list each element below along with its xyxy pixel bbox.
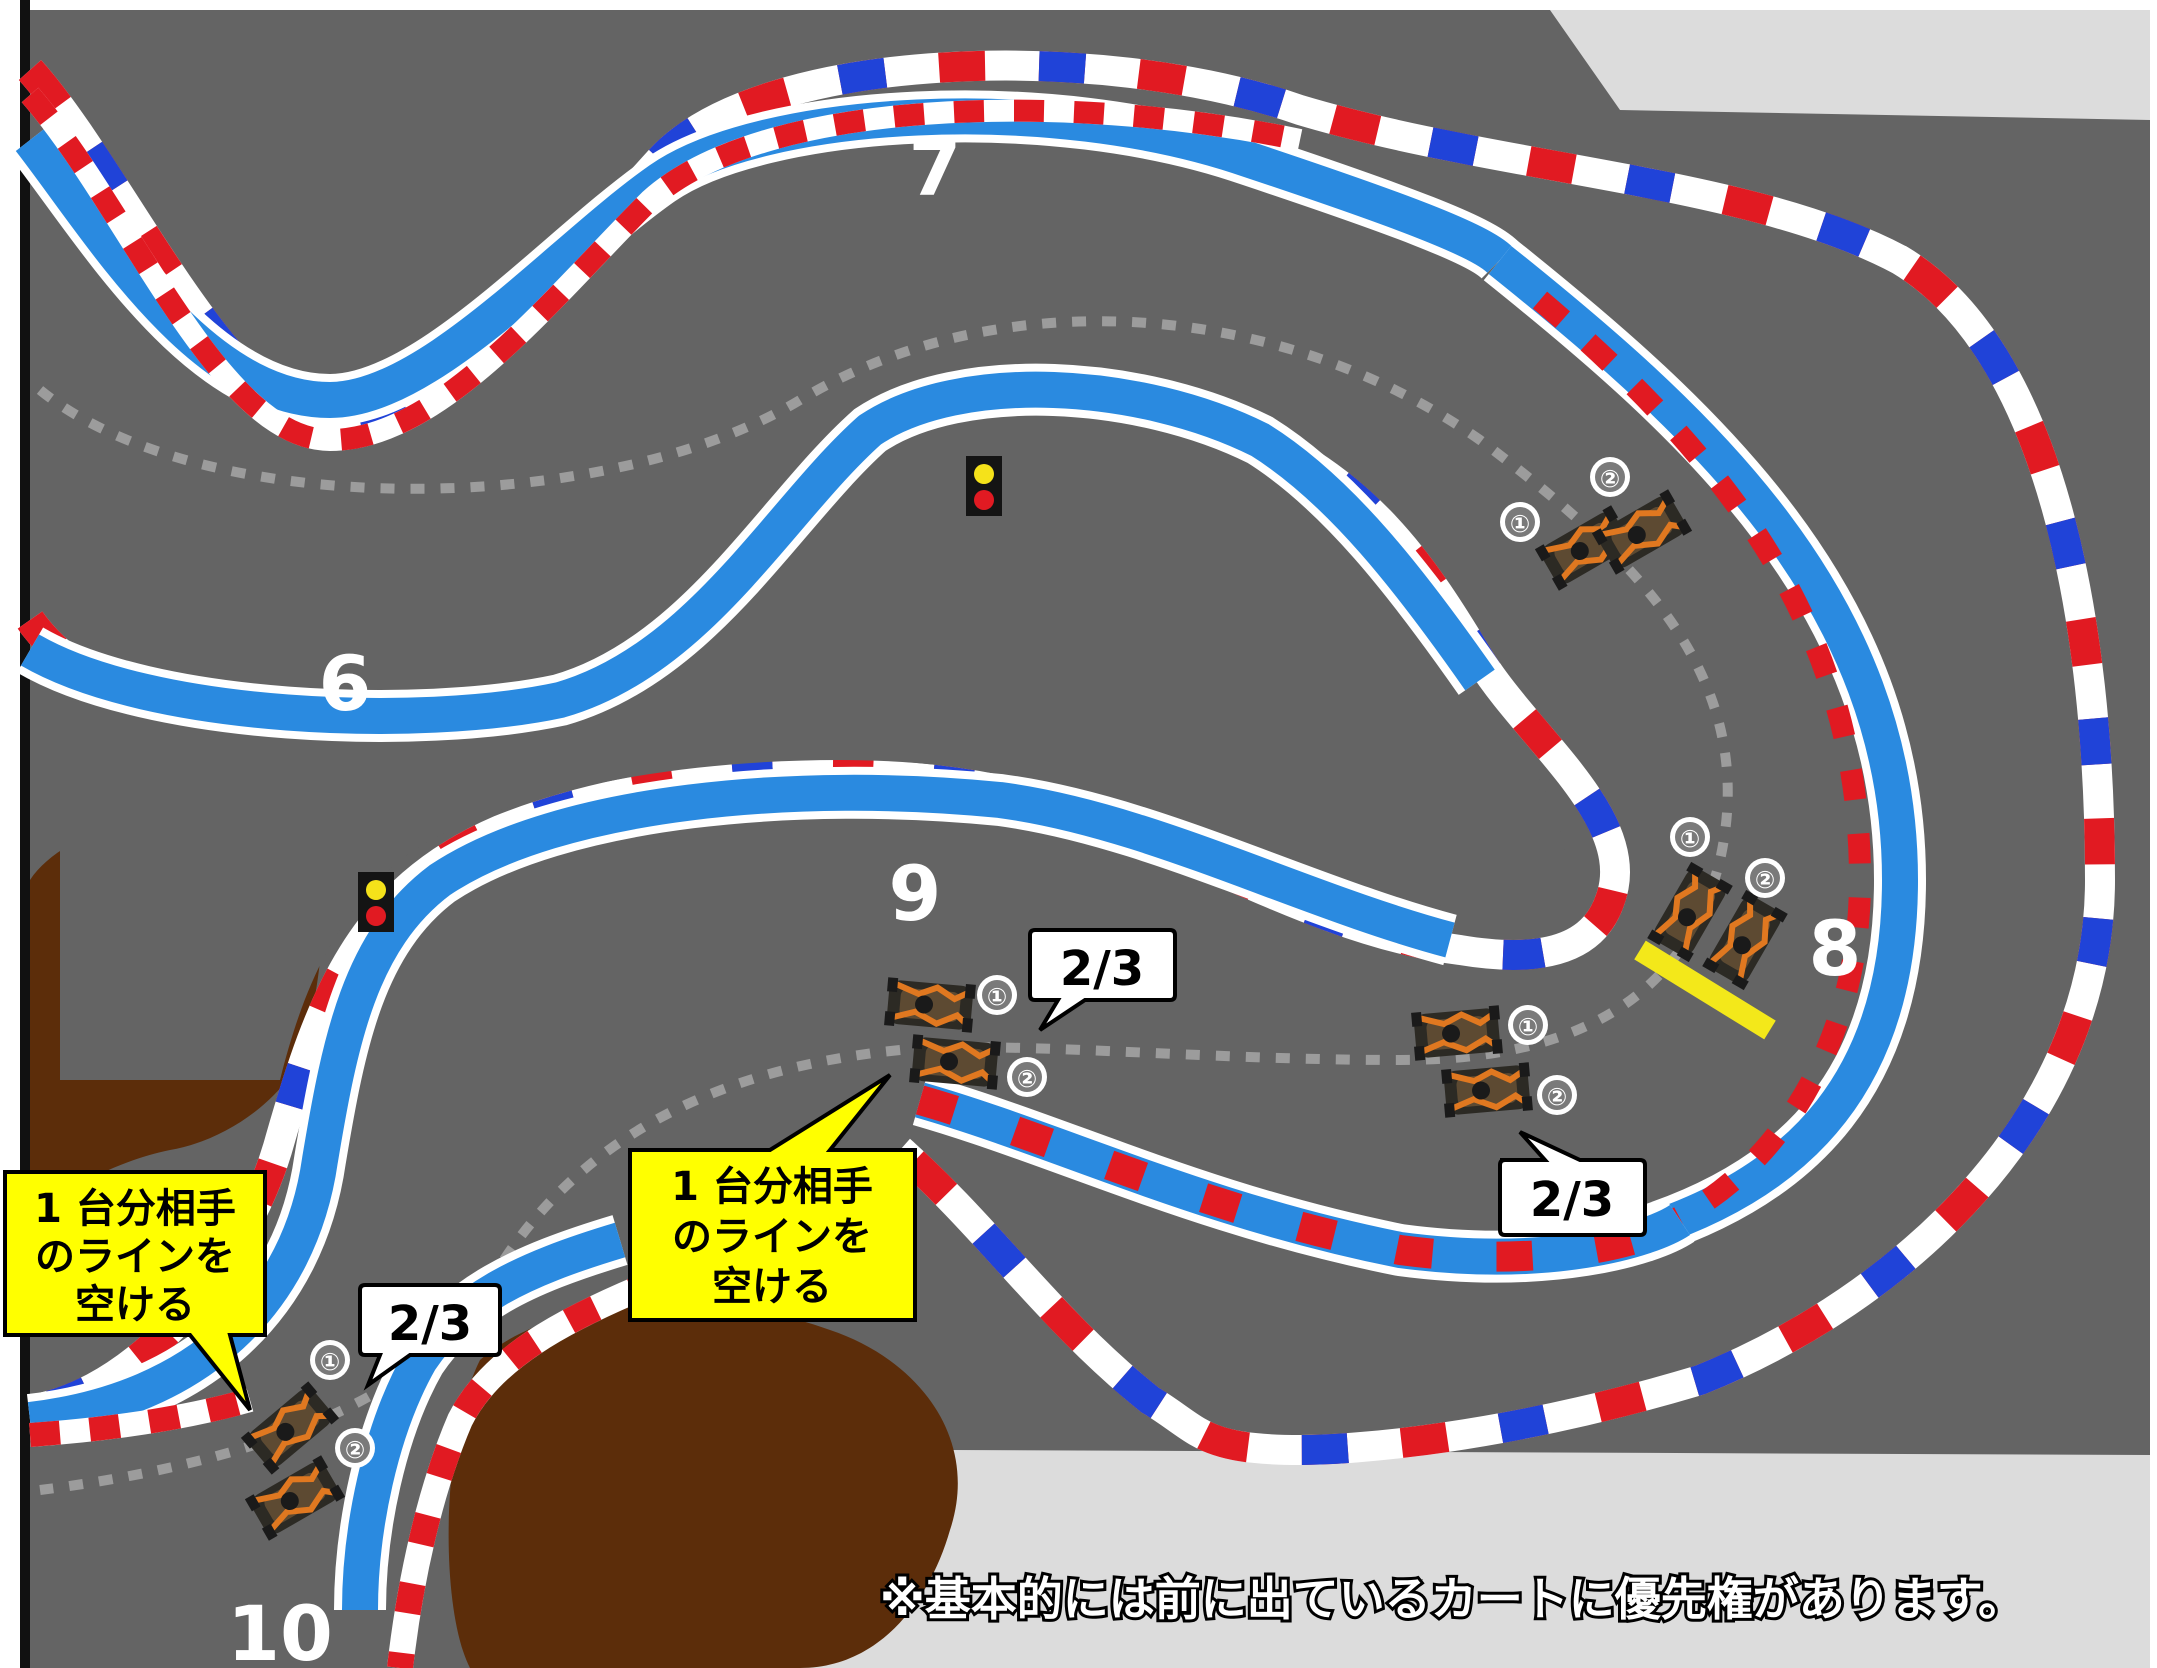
svg-text:空ける: 空ける: [712, 1264, 832, 1310]
marker-t10-2: ②: [335, 1428, 375, 1468]
svg-text:②: ②: [1547, 1083, 1567, 1111]
signal-light-left: [358, 872, 394, 932]
corner-number-6: 6: [319, 639, 372, 728]
svg-text:②: ②: [1017, 1065, 1037, 1093]
svg-text:1 台分相手: 1 台分相手: [671, 1164, 873, 1210]
svg-text:①: ①: [987, 983, 1007, 1011]
marker-t7-1: ①: [1500, 502, 1540, 542]
marker-t10-1: ①: [310, 1340, 350, 1380]
svg-text:①: ①: [1680, 825, 1700, 853]
marker-t9-2: ②: [1007, 1057, 1047, 1097]
svg-text:2/3: 2/3: [1530, 1172, 1614, 1228]
svg-text:空ける: 空ける: [75, 1282, 195, 1328]
svg-text:②: ②: [1600, 465, 1620, 493]
svg-text:②: ②: [1755, 866, 1775, 894]
svg-text:のラインを: のラインを: [672, 1214, 872, 1260]
frame-border: [20, 0, 30, 1668]
corner-number-10: 10: [227, 1589, 333, 1668]
marker-t8-2: ②: [1745, 858, 1785, 898]
marker-t8-1: ①: [1670, 817, 1710, 857]
svg-text:①: ①: [1518, 1013, 1538, 1041]
svg-text:1 台分相手: 1 台分相手: [34, 1186, 236, 1232]
svg-text:2/3: 2/3: [388, 1296, 472, 1352]
marker-t8b-2: ②: [1537, 1075, 1577, 1115]
marker-t9-1: ①: [977, 975, 1017, 1015]
corner-number-7: 7: [909, 124, 962, 213]
svg-text:①: ①: [320, 1348, 340, 1376]
svg-text:②: ②: [345, 1436, 365, 1464]
svg-text:のラインを: のラインを: [35, 1234, 235, 1280]
marker-t7-2: ②: [1590, 457, 1630, 497]
priority-note: ※基本的には前に出ているカートに優先権があります。: [880, 1572, 2024, 1626]
corner-number-8: 8: [1809, 904, 1862, 993]
svg-text:2/3: 2/3: [1060, 941, 1144, 997]
marker-t8b-1: ①: [1508, 1005, 1548, 1045]
svg-text:①: ①: [1510, 510, 1530, 538]
corner-number-9: 9: [889, 849, 942, 938]
signal-light-upper: [966, 456, 1002, 516]
